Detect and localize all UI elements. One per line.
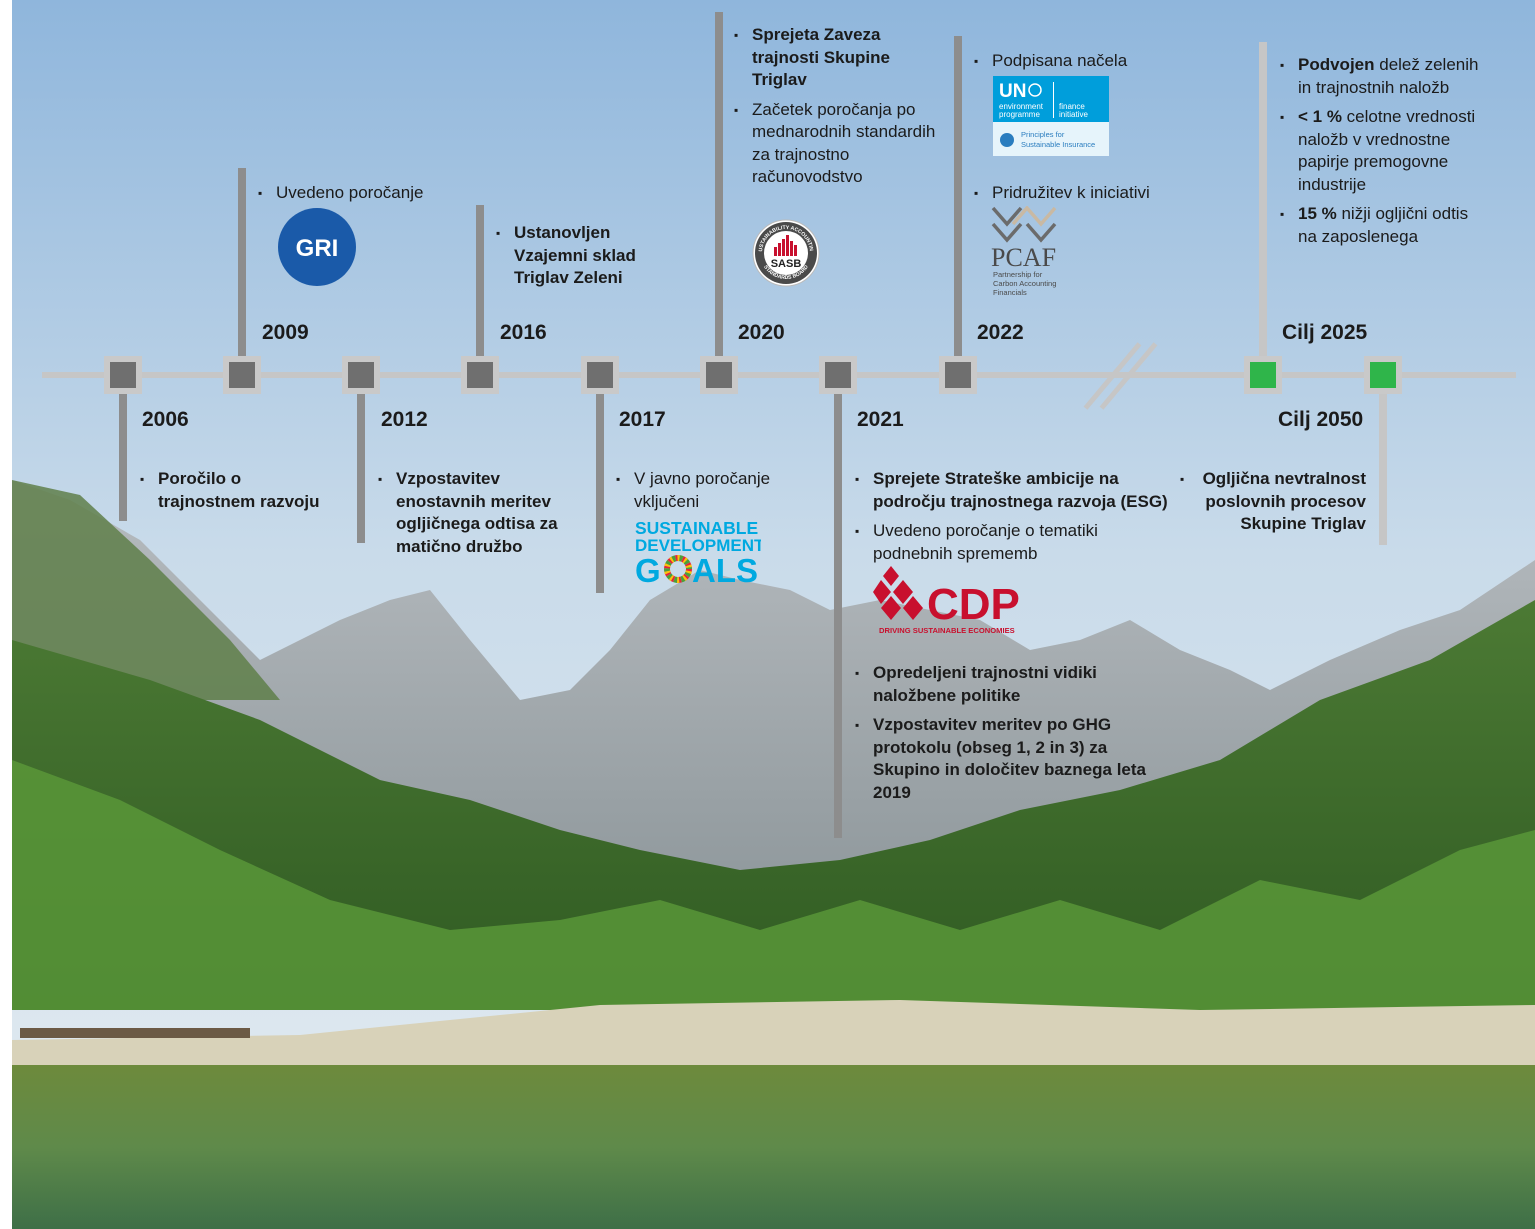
node-2022 [939,356,977,394]
item-text: nižji ogljični odtis na zaposlenega [1298,204,1469,246]
items-2021-b: Opredeljeni trajnostni vidiki naložbene … [855,662,1175,811]
node-2009 [223,356,261,394]
list-item: Podpisana načela [974,50,1174,73]
items-2021-a: Sprejete Strateške ambicije na področju … [855,468,1175,572]
items-2006: Poročilo o trajnostnem razvoju [140,468,330,520]
item-emphasis: < 1 % [1298,107,1342,126]
svg-text:GRI: GRI [296,235,339,262]
gri-logo: GRI [278,208,356,286]
node-goal2050 [1364,356,1402,394]
items-2022-b: Pridružitev k iniciativi [974,182,1174,212]
node-2017 [581,356,619,394]
item-emphasis: Podvojen [1298,55,1375,74]
stem-2006 [119,378,127,521]
svg-text:DRIVING SUSTAINABLE ECONOMIES: DRIVING SUSTAINABLE ECONOMIES [879,626,1015,635]
list-item: Vzpostavitev meritev po GHG protokolu (o… [855,714,1175,804]
year-label-2020: 2020 [738,321,785,344]
list-item: Ogljična nevtralnost poslovnih procesov … [1180,468,1366,536]
list-item: Poročilo o trajnostnem razvoju [140,468,330,513]
item-text: celotne vrednosti naložb v vrednostne pa… [1298,107,1476,194]
svg-text:Partnership for: Partnership for [993,270,1043,279]
year-label-2016: 2016 [500,321,547,344]
year-label-2006: 2006 [142,408,189,431]
node-2012 [342,356,380,394]
items-2022-a: Podpisana načela [974,50,1174,80]
year-label-goal2025: Cilj 2025 [1282,321,1368,344]
list-item: Sprejeta Zaveza trajnosti Skupine Trigla… [734,24,944,92]
node-2016 [461,356,499,394]
year-label-2012: 2012 [381,408,428,431]
items-goal2025: Podvojen delež zelenih in trajnostnih na… [1280,54,1480,255]
stem-2016 [476,205,484,372]
svg-text:programme: programme [999,110,1040,119]
svg-text:SUSTAINABLE: SUSTAINABLE [635,518,758,538]
item-text: delež zelenih in trajnostnih naložb [1298,55,1479,97]
year-label-2009: 2009 [262,321,309,344]
svg-text:initiative: initiative [1059,110,1088,119]
pcaf-logo: PCAF Partnership for Carbon Accounting F… [991,206,1056,297]
stem-2009 [238,168,246,372]
cdp-logo: CDP DRIVING SUSTAINABLE ECONOMIES [873,566,1020,635]
svg-text:CDP: CDP [927,580,1020,629]
list-item: < 1 % celotne vrednosti naložb v vrednos… [1280,106,1480,196]
list-item: 15 % nižji ogljični odtis na zaposlenega [1280,203,1480,248]
stem-2022 [954,36,962,372]
stem-goal2050 [1379,378,1387,545]
unep-fi-psi-logo: UN environment programme finance initiat… [993,76,1109,156]
stem-2020 [715,12,723,372]
svg-text:finance: finance [1059,102,1085,111]
node-goal2025 [1244,356,1282,394]
year-label-goal2050: Cilj 2050 [1278,408,1364,431]
svg-text:Sustainable Insurance: Sustainable Insurance [1021,140,1095,149]
svg-text:Carbon Accounting: Carbon Accounting [993,279,1056,288]
svg-text:Principles for: Principles for [1021,130,1065,139]
items-2012: Vzpostavitev enostavnih meritev ogljične… [378,468,568,565]
list-item: Začetek poročanja po mednarodnih standar… [734,99,944,189]
stem-2017 [596,378,604,593]
items-2020: Sprejeta Zaveza trajnosti Skupine Trigla… [734,24,944,196]
list-item: Vzpostavitev enostavnih meritev ogljične… [378,468,568,558]
svg-text:DEVELOPMENT: DEVELOPMENT [635,536,761,555]
list-item: Sprejete Strateške ambicije na področju … [855,468,1175,513]
year-label-2022: 2022 [977,321,1024,344]
svg-text:UN: UN [999,81,1026,102]
svg-text:Financials: Financials [993,288,1027,297]
svg-text:ALS: ALS [692,552,758,588]
list-item: Podvojen delež zelenih in trajnostnih na… [1280,54,1480,99]
svg-text:G: G [635,552,661,588]
svg-text:PCAF: PCAF [991,243,1056,272]
list-item: Uvedeno poročanje [258,182,448,205]
year-label-2017: 2017 [619,408,666,431]
year-label-2021: 2021 [857,408,904,431]
list-item: Ustanovljen Vzajemni sklad Triglav Zelen… [496,222,676,290]
timeline-axis [42,372,1516,378]
list-item: Opredeljeni trajnostni vidiki naložbene … [855,662,1175,707]
stem-2021 [834,378,842,838]
svg-text:SASB: SASB [771,258,802,270]
node-2020 [700,356,738,394]
sasb-logo: SUSTAINABILITY ACCOUNTING STANDARDS BOAR… [752,219,820,287]
node-2021 [819,356,857,394]
items-2016: Ustanovljen Vzajemni sklad Triglav Zelen… [496,222,676,297]
items-2009: Uvedeno poročanje [258,182,448,212]
stem-2012 [357,378,365,543]
items-2017: V javno poročanje vključeni [616,468,796,520]
stem-goal2025 [1259,42,1267,372]
list-item: V javno poročanje vključeni [616,468,796,513]
list-item: Pridružitev k iniciativi [974,182,1174,205]
node-2006 [104,356,142,394]
item-emphasis: 15 % [1298,204,1337,223]
list-item: Uvedeno poročanje o tematiki podnebnih s… [855,520,1175,565]
sdg-logo: SUSTAINABLE DEVELOPMENT G ALS [635,518,761,588]
svg-text:environment: environment [999,102,1044,111]
items-goal2050: Ogljična nevtralnost poslovnih procesov … [1180,468,1366,543]
